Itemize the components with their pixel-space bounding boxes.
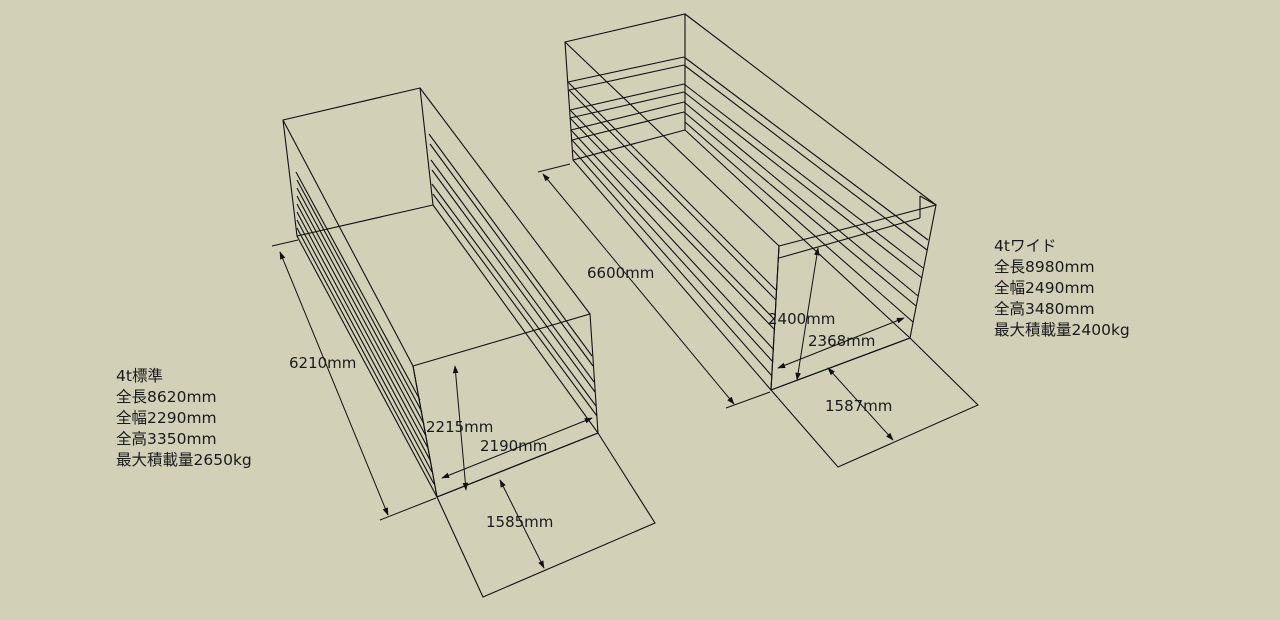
standard-right-slats bbox=[428, 133, 598, 417]
wide-spec-block: 4tワイド 全長8980mm 全幅2490mm 全高3480mm 最大積載量24… bbox=[994, 236, 1130, 341]
wide-height-label: 2400mm bbox=[768, 310, 835, 328]
wide-spec-payload: 最大積載量2400kg bbox=[994, 321, 1130, 339]
standard-spec-block: 4t標準 全長8620mm 全幅2290mm 全高3350mm 最大積載量265… bbox=[116, 366, 252, 471]
wide-spec-height: 全高3480mm bbox=[994, 300, 1095, 318]
wide-truck-bed: 6600mm 2400mm 2368mm 1587mm bbox=[537, 13, 979, 468]
wide-length-label: 6600mm bbox=[587, 264, 654, 282]
standard-spec-height: 全高3350mm bbox=[116, 430, 217, 448]
standard-floor-label: 1585mm bbox=[486, 513, 553, 531]
standard-title: 4t標準 bbox=[116, 367, 163, 385]
standard-length-label: 6210mm bbox=[289, 354, 356, 372]
wide-title: 4tワイド bbox=[994, 237, 1057, 255]
wide-right-slats bbox=[683, 56, 929, 323]
standard-spec-width: 全幅2290mm bbox=[116, 409, 217, 427]
standard-left-slats bbox=[295, 171, 435, 485]
wide-left-slats bbox=[567, 81, 777, 377]
standard-spec-length: 全長8620mm bbox=[116, 388, 217, 406]
wide-front-slats bbox=[567, 56, 685, 141]
standard-height-label: 2215mm bbox=[426, 418, 493, 436]
wide-width-label: 2368mm bbox=[808, 332, 875, 350]
standard-truck-bed: 6210mm 2215mm 2190mm 1585mm bbox=[271, 87, 656, 598]
wide-floor-label: 1587mm bbox=[825, 397, 892, 415]
wide-spec-width: 全幅2490mm bbox=[994, 279, 1095, 297]
standard-width-label: 2190mm bbox=[480, 437, 547, 455]
wide-spec-length: 全長8980mm bbox=[994, 258, 1095, 276]
standard-spec-payload: 最大積載量2650kg bbox=[116, 451, 252, 469]
